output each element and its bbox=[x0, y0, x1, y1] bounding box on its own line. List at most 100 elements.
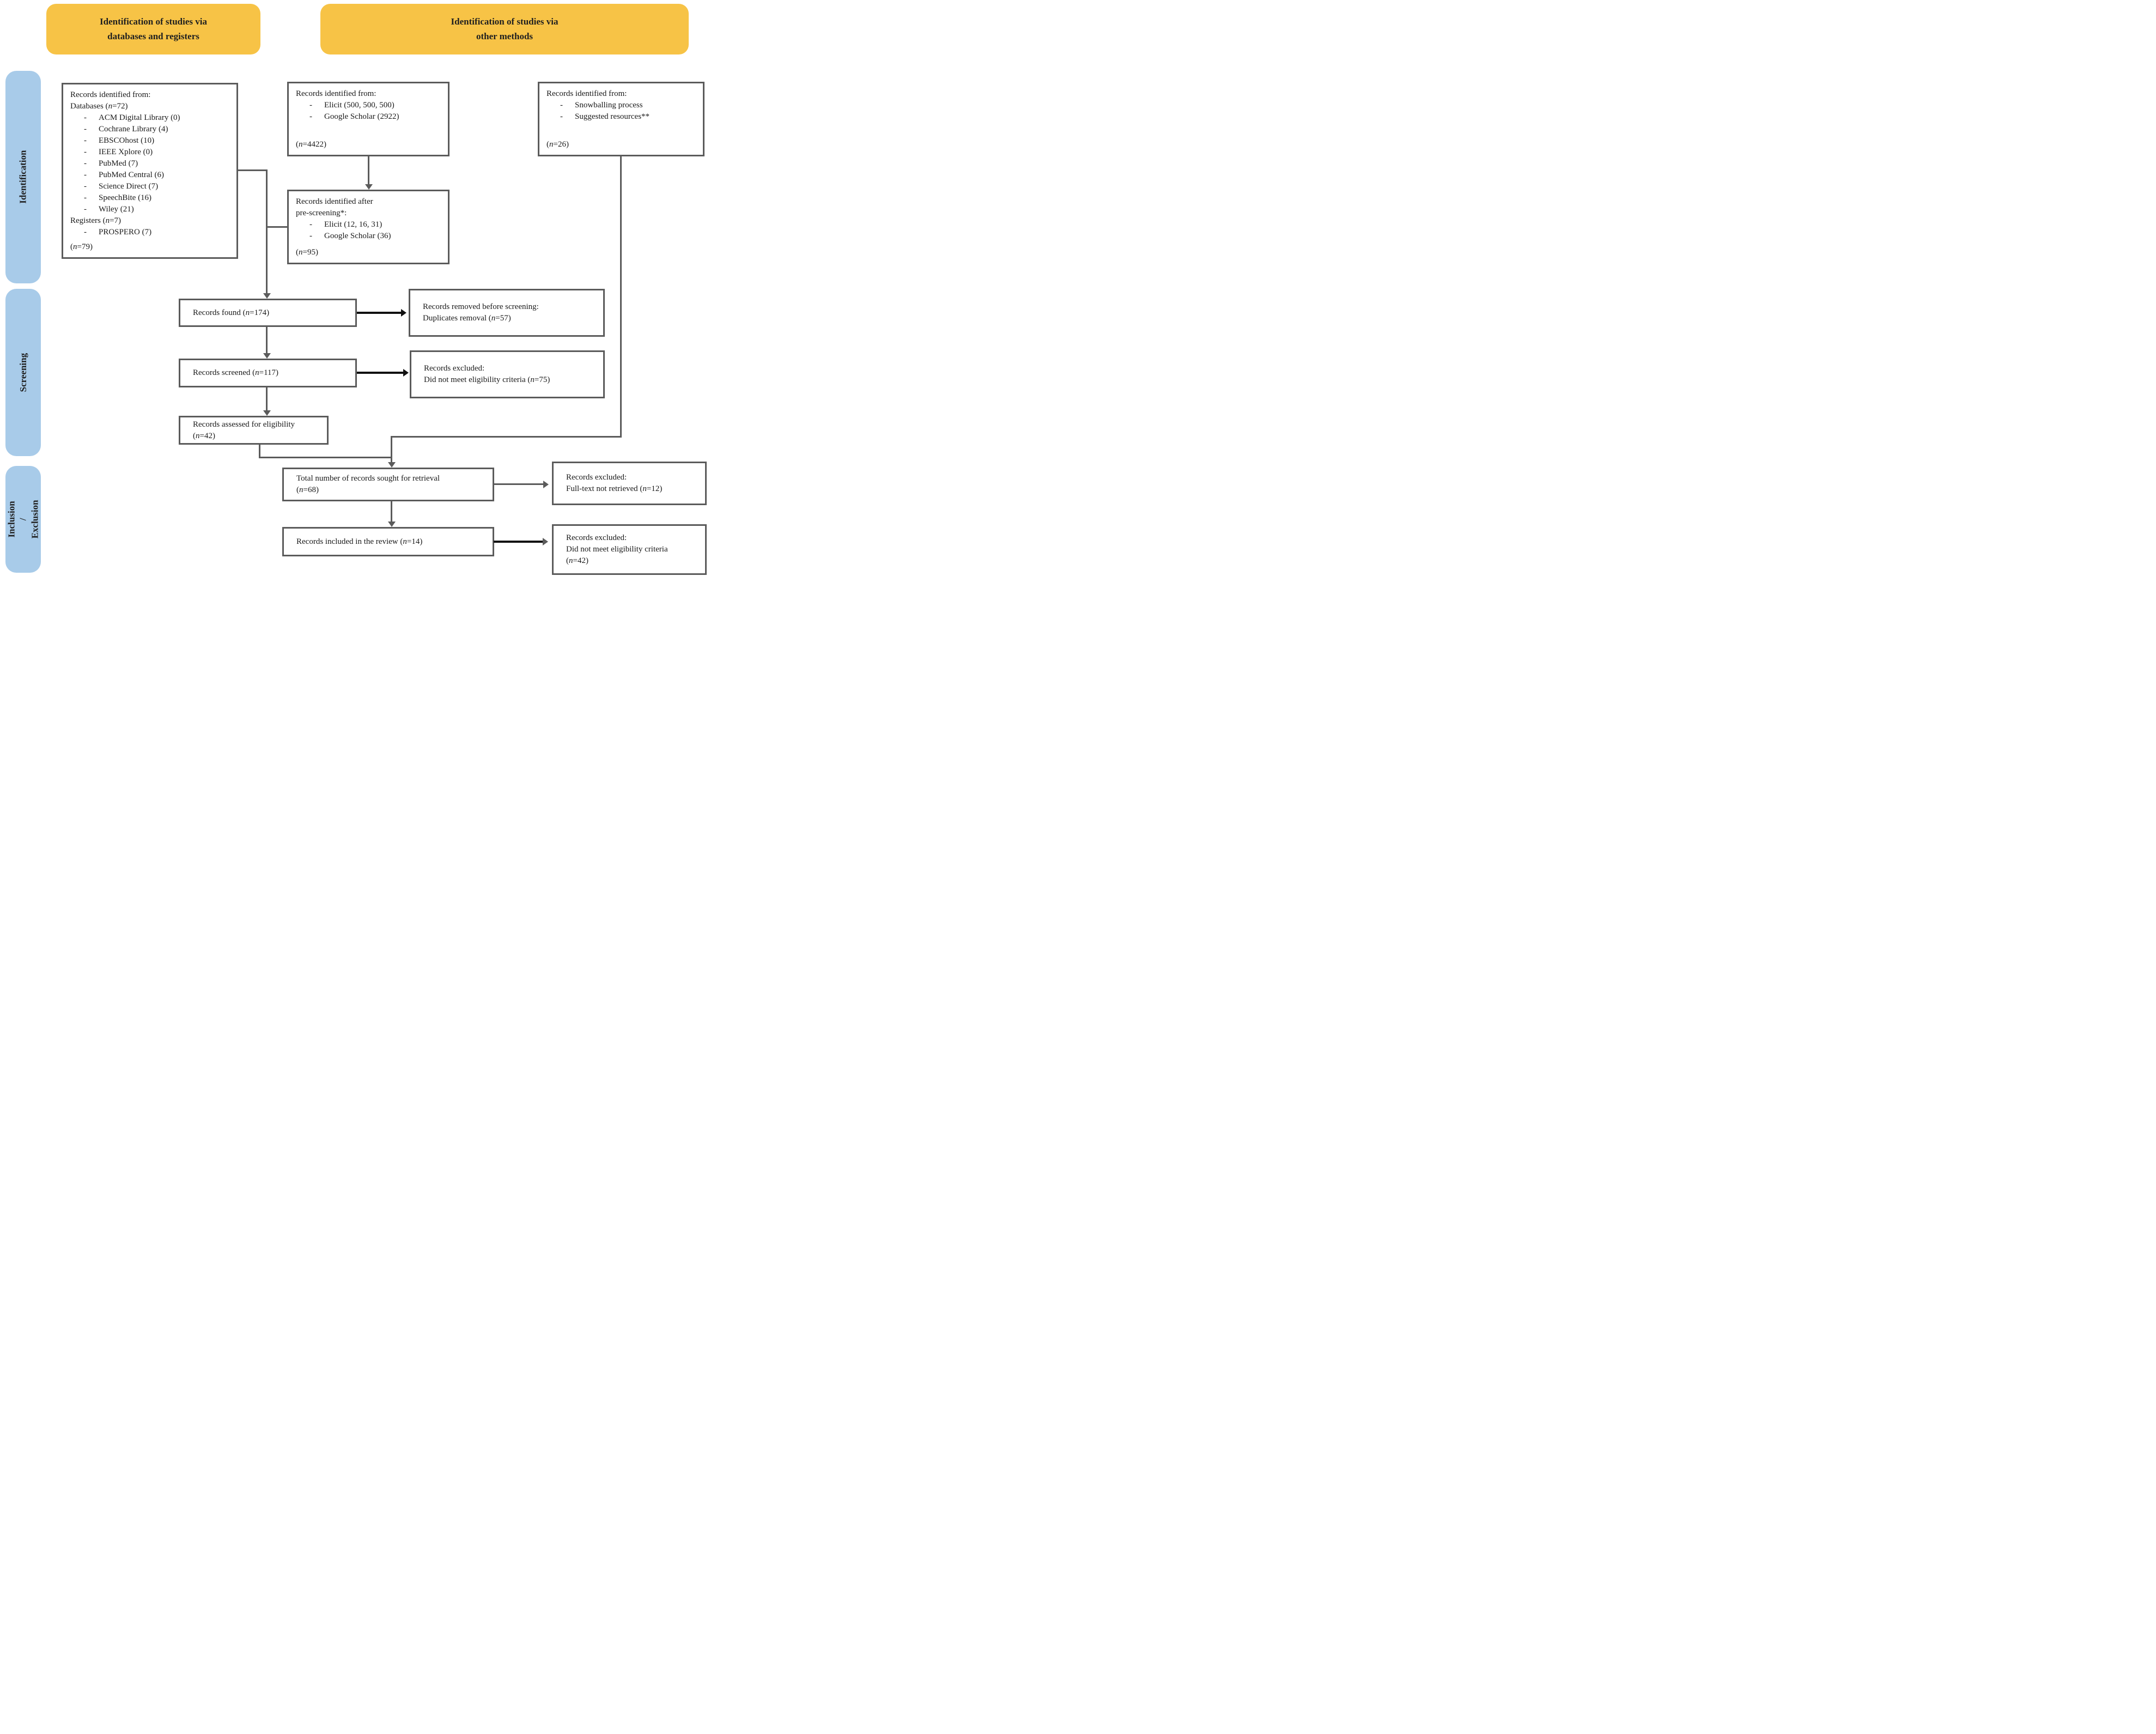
list-item-label: Wiley (21) bbox=[99, 205, 134, 214]
other-methods-item-list: - Snowballing process - Suggested resources… bbox=[546, 100, 697, 123]
arrow-assessed-elbow-horizontal bbox=[259, 457, 392, 458]
arrowhead-down-icon bbox=[388, 522, 396, 527]
list-bullet: - bbox=[84, 228, 87, 237]
text-line: Records removed before screening: bbox=[423, 302, 539, 311]
arrowhead-right-icon bbox=[403, 369, 409, 377]
list-bullet: - bbox=[84, 125, 87, 134]
arrowhead-down-icon bbox=[388, 462, 396, 468]
text-line: Duplicates removal (n=57) bbox=[423, 314, 511, 323]
list-item: - Elicit (12, 16, 31) bbox=[296, 219, 442, 231]
list-bullet: - bbox=[560, 101, 563, 110]
box-identified-other-methods: Records identified from: - Snowballing pr… bbox=[538, 82, 705, 156]
list-bullet: - bbox=[309, 101, 312, 110]
arrow-other-methods-horizontal bbox=[391, 436, 622, 438]
arrow-included-to-excluded bbox=[494, 541, 543, 543]
list-item: -EBSCOhost (10) bbox=[70, 135, 231, 147]
arrowhead-right-icon bbox=[543, 481, 549, 488]
box-title: Records identified from: bbox=[296, 89, 376, 98]
stage-screening-label: Screening bbox=[17, 353, 28, 392]
box-total: (n=79) bbox=[70, 242, 93, 251]
stage-inclusion-exclusion: Inclusion /Exclusion bbox=[5, 466, 41, 573]
list-item-label: Google Scholar (36) bbox=[324, 232, 391, 240]
list-item: - IEEE Xplore (0) bbox=[70, 147, 231, 158]
arrowhead-right-icon bbox=[401, 309, 406, 317]
box-total: (n=95) bbox=[296, 248, 318, 257]
list-item: - PubMed Central (6) bbox=[70, 169, 231, 181]
text-line: Records excluded: bbox=[424, 364, 485, 373]
list-item-label: PubMed Central (6) bbox=[99, 171, 164, 179]
registers-group-label: Registers (n=7) bbox=[70, 216, 122, 225]
list-bullet: - bbox=[309, 112, 312, 121]
box-records-screened: Records screened (n=117) bbox=[179, 359, 357, 387]
list-item-label: Snowballing process bbox=[575, 101, 643, 110]
box-excluded-eligibility: Records excluded:Did not meet eligibilit… bbox=[552, 524, 707, 575]
arrowhead-down-icon bbox=[263, 410, 271, 416]
arrowhead-down-icon bbox=[365, 184, 373, 190]
list-item-label: ACM Digital Library (0) bbox=[99, 113, 180, 122]
list-item-label: EBSCOhost (10) bbox=[99, 136, 155, 145]
stage-inclusion-exclusion-label: Inclusion /Exclusion bbox=[6, 500, 40, 539]
box-identified-search-tools: Records identified from: - Elicit (500, 5… bbox=[287, 82, 450, 156]
list-bullet: - bbox=[84, 193, 87, 202]
list-bullet: - bbox=[84, 148, 87, 156]
text-line: (n=42) bbox=[566, 556, 588, 565]
list-item-label: Suggested resources** bbox=[575, 112, 650, 121]
box-sought-retrieval: Total number of records sought for retri… bbox=[282, 468, 494, 501]
box-text: Records included in the review (n=14) bbox=[296, 537, 423, 546]
arrowhead-right-icon bbox=[543, 538, 548, 545]
list-bullet: - bbox=[560, 112, 563, 121]
list-item: - Suggested resources** bbox=[546, 111, 697, 123]
list-item: -SpeechBite (16) bbox=[70, 192, 231, 204]
list-bullet: - bbox=[84, 205, 87, 214]
arrow-sought-to-fulltext bbox=[494, 483, 543, 485]
box-excluded-screening: Records excluded:Did not meet eligibilit… bbox=[410, 350, 605, 398]
list-item-label: Google Scholar (2922) bbox=[324, 112, 399, 121]
text-line: (n=68) bbox=[296, 486, 319, 494]
box-text: Records found (n=174) bbox=[193, 308, 270, 317]
list-bullet: - bbox=[84, 113, 87, 122]
list-bullet: - bbox=[84, 159, 87, 168]
databases-group-label: Databases (n=72) bbox=[70, 102, 128, 111]
arrow-assessed-elbow-vertical bbox=[259, 445, 260, 458]
box-total: (n=4422) bbox=[296, 140, 326, 149]
list-item-label: Elicit (12, 16, 31) bbox=[324, 220, 382, 229]
arrow-prescreen-join-stub bbox=[267, 226, 287, 228]
arrow-databases-to-found bbox=[266, 169, 268, 294]
list-item: - Google Scholar (36) bbox=[296, 231, 442, 242]
box-assessed-eligibility: Records assessed for eligibility (n=42) bbox=[179, 416, 329, 445]
arrow-databases-elbow-horizontal bbox=[238, 169, 267, 171]
list-bullet: - bbox=[84, 171, 87, 179]
arrow-merge-to-sought bbox=[391, 436, 392, 462]
text-line: Total number of records sought for retri… bbox=[296, 474, 440, 483]
list-item: - Wiley (21) bbox=[70, 204, 231, 215]
list-item-label: Cochrane Library (4) bbox=[99, 125, 168, 134]
text-line: (n=42) bbox=[193, 431, 215, 440]
text-line: Records assessed for eligibility bbox=[193, 420, 295, 429]
box-title: Records identified from: bbox=[546, 89, 627, 98]
search-tools-item-list: - Elicit (500, 500, 500) - Google Scholar (… bbox=[296, 100, 442, 123]
databases-item-list: - ACM Digital Library (0) - Cochrane Librar… bbox=[70, 112, 231, 215]
list-item-label: Elicit (500, 500, 500) bbox=[324, 101, 394, 110]
arrow-search-tools-to-prescreen bbox=[368, 156, 369, 185]
list-item: - ACM Digital Library (0) bbox=[70, 112, 231, 124]
arrowhead-down-icon bbox=[263, 293, 271, 299]
registers-item-list: -PROSPERO (7) bbox=[70, 227, 231, 238]
list-bullet: - bbox=[309, 220, 312, 229]
text-line: Did not meet eligibility criteria bbox=[566, 545, 668, 554]
text-line: Records excluded: bbox=[566, 473, 627, 482]
arrow-found-to-screened bbox=[266, 327, 268, 354]
list-item: - Cochrane Library (4) bbox=[70, 124, 231, 135]
list-bullet: - bbox=[309, 232, 312, 240]
list-item-label: IEEE Xplore (0) bbox=[99, 148, 153, 156]
list-item-label: PubMed (7) bbox=[99, 159, 138, 168]
box-removed-before-screening: Records removed before screening: Duplica… bbox=[409, 289, 605, 337]
prescreened-item-list: - Elicit (12, 16, 31) - Google Scholar (36) bbox=[296, 219, 442, 242]
stage-identification: Identification bbox=[5, 71, 41, 283]
arrowhead-down-icon bbox=[263, 353, 271, 359]
arrow-screened-to-excluded bbox=[357, 372, 403, 374]
arrow-other-methods-vertical bbox=[620, 156, 622, 438]
box-included-review: Records included in the review (n=14) bbox=[282, 527, 494, 556]
